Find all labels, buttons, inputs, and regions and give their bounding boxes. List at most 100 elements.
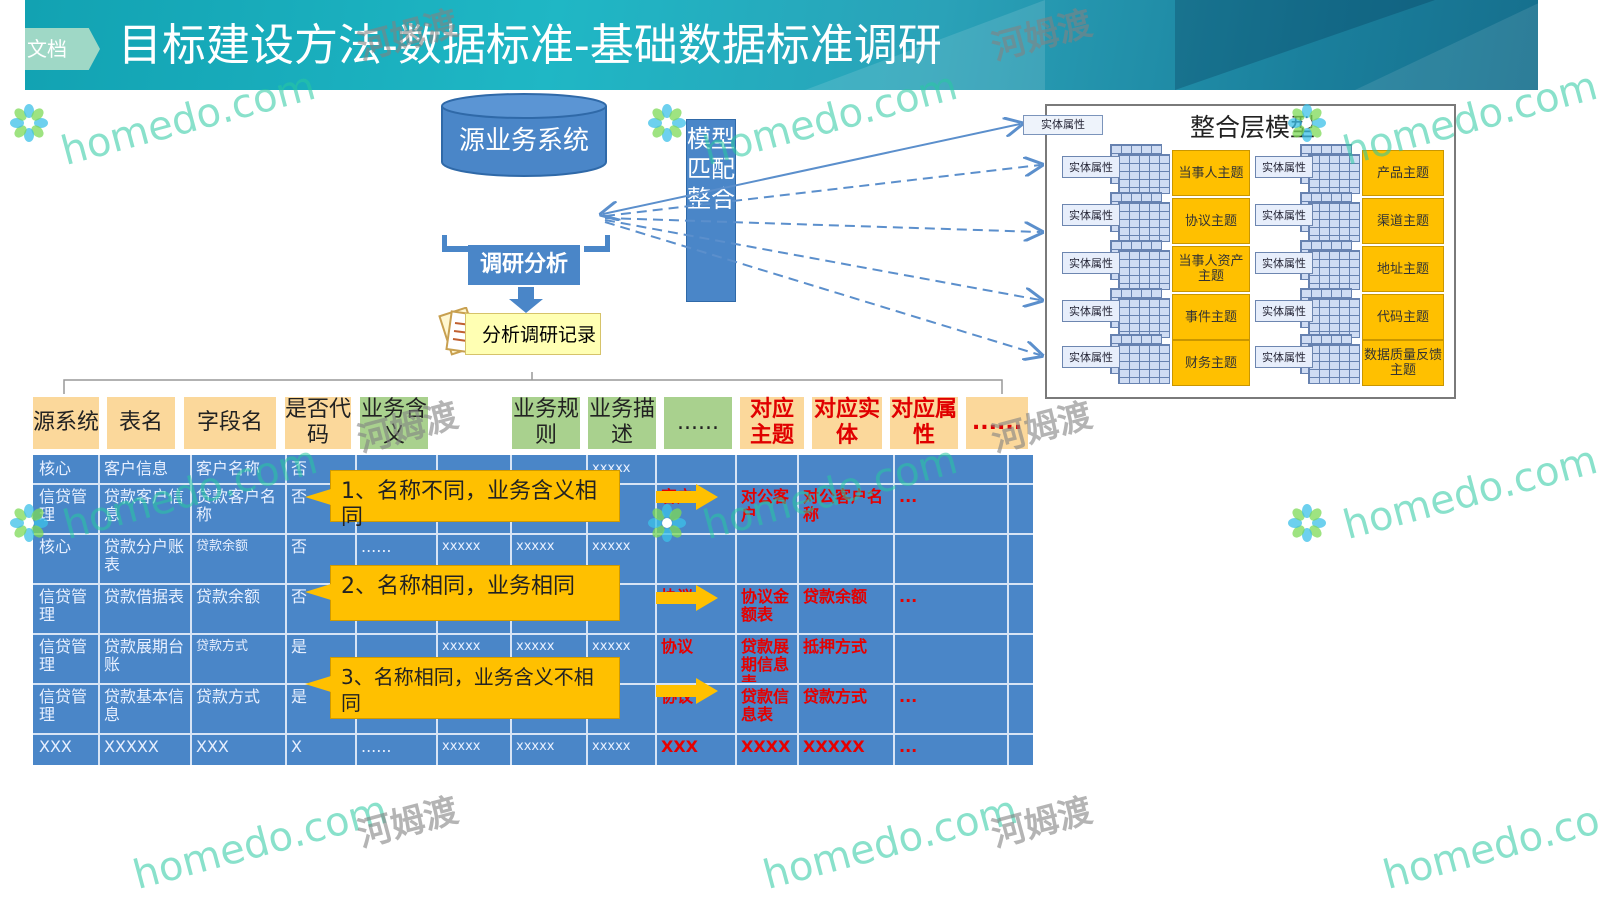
table-cell: 贷款余额	[196, 588, 261, 606]
table-col-divider	[735, 455, 737, 765]
table-cell: 贷款信息表	[741, 688, 790, 724]
entity-attr-label: 实体属性	[1255, 156, 1313, 178]
table-cell: 否	[291, 538, 308, 556]
entity-grid-left	[1118, 344, 1170, 384]
page-title: 目标建设方法-数据标准-基础数据标准调研	[118, 20, 942, 71]
table-col-divider	[655, 455, 657, 765]
header-business-rules: 业务规则	[512, 397, 580, 449]
entity-attr-tag: 实体属性	[1023, 115, 1103, 135]
table-cell: 贷款借据表	[104, 588, 185, 606]
source-system-cylinder	[441, 93, 607, 177]
header-table-name: 表名	[107, 397, 175, 449]
table-cell: 客户名称	[196, 460, 261, 478]
entity-attr-label: 实体属性	[1062, 300, 1120, 322]
entity-grid-right	[1308, 344, 1360, 384]
subject-box-left: 当事人资产主题	[1172, 246, 1250, 292]
table-cell: 抵押方式	[803, 638, 868, 656]
table-cell: ...	[899, 688, 918, 706]
table-cell: ...	[899, 488, 918, 506]
table-cell: XXX	[661, 738, 699, 756]
table-cell: ......	[361, 738, 392, 756]
subject-box-right: 产品主题	[1362, 150, 1444, 196]
research-bracket	[442, 235, 610, 252]
entity-attr-label: 实体属性	[1062, 204, 1120, 226]
table-cell: 贷款方式	[803, 688, 868, 706]
watermark-latin: homedo.com	[128, 787, 393, 899]
table-cell: 核心	[39, 538, 72, 556]
table-cell: XXXXX	[104, 738, 159, 756]
down-arrow-icon	[509, 287, 543, 313]
table-cell: 贷款展期台账	[104, 638, 185, 674]
entity-grid-right	[1308, 250, 1360, 290]
table-cell: xxxxx	[442, 539, 481, 554]
table-cell: 贷款分户账表	[104, 538, 185, 574]
table-cell: 信贷管理	[39, 688, 88, 724]
mapping-arrows	[595, 110, 1055, 370]
table-cell: ......	[361, 538, 392, 556]
header-attribute: 对应属性	[890, 397, 958, 449]
table-cell: 贷款客户信息	[104, 488, 185, 524]
watermark-flower-icon	[1288, 504, 1326, 542]
table-cell: 核心	[39, 460, 72, 478]
table-cell: xxxxx	[442, 739, 481, 754]
watermark-flower-icon	[648, 104, 686, 142]
table-cell: 信贷管理	[39, 588, 88, 624]
watermark-flower-icon	[10, 104, 48, 142]
entity-grid-right	[1308, 202, 1360, 242]
table-cell: 贷款方式	[196, 639, 249, 654]
watermark-flower-icon	[1288, 104, 1326, 142]
table-cell: xxxxx	[516, 639, 555, 654]
header-business-desc: 业务描述	[588, 397, 656, 449]
table-cell: 否	[291, 488, 308, 506]
entity-attr-label: 实体属性	[1255, 300, 1313, 322]
watermark-flower-icon	[10, 504, 48, 542]
table-cell: XXXX	[741, 738, 791, 756]
subject-box-right: 地址主题	[1362, 246, 1444, 292]
entity-attr-label: 实体属性	[1255, 252, 1313, 274]
table-bracket	[63, 372, 1003, 394]
entity-attr-label: 实体属性	[1062, 156, 1120, 178]
table-cell: 贷款方式	[196, 688, 261, 706]
table-col-divider	[797, 455, 799, 765]
header-field-name: 字段名	[184, 397, 276, 449]
table-cell: 否	[291, 460, 308, 478]
table-cell: 贷款展期信息表	[741, 638, 790, 682]
table-cell: XXX	[39, 738, 72, 756]
callout-2: 2、名称相同，业务相同	[305, 565, 620, 621]
callout-1: 1、名称不同，业务含义相同	[305, 470, 620, 530]
table-col-divider	[893, 455, 895, 765]
entity-grid-left	[1118, 154, 1170, 194]
table-cell: xxxxx	[442, 639, 481, 654]
right-arrow-2-icon	[656, 585, 718, 611]
subject-box-left: 协议主题	[1172, 198, 1250, 244]
table-cell: ...	[899, 738, 918, 756]
watermark-flower-icon	[648, 504, 686, 542]
table-cell: 贷款客户名称	[196, 488, 277, 524]
entity-attr-label: 实体属性	[1255, 204, 1313, 226]
header-ellipsis-1: ......	[664, 397, 732, 449]
callout-3: 3、名称相同，业务含义不相同	[305, 657, 620, 719]
header-source-system: 源系统	[33, 397, 99, 449]
table-row-divider	[33, 733, 1033, 735]
table-cell: 否	[291, 588, 308, 606]
table-cell: xxxxx	[592, 539, 631, 554]
header-subject: 对应主题	[740, 397, 804, 449]
subject-box-left: 事件主题	[1172, 294, 1250, 340]
entity-grid-right	[1308, 154, 1360, 194]
watermark-latin: homedo.com	[758, 787, 1023, 899]
table-col-divider	[285, 455, 287, 765]
table-cell: 协议金额表	[741, 588, 790, 624]
research-box: 调研分析	[468, 245, 580, 285]
subject-box-left: 当事人主题	[1172, 150, 1250, 196]
table-cell: xxxxx	[592, 639, 631, 654]
table-cell: XXXXX	[803, 738, 865, 756]
table-col-divider	[1007, 455, 1009, 765]
subject-box-right: 数据质量反馈主题	[1362, 340, 1444, 386]
entity-attr-label: 实体属性	[1062, 346, 1120, 368]
entity-attr-label: 实体属性	[1255, 346, 1313, 368]
header-business-meaning: 业务含义	[360, 397, 428, 449]
research-record-box: 分析调研记录	[465, 313, 601, 355]
table-col-divider	[190, 455, 192, 765]
doc-tag: 文档	[25, 28, 100, 70]
table-row-divider	[33, 633, 1033, 635]
